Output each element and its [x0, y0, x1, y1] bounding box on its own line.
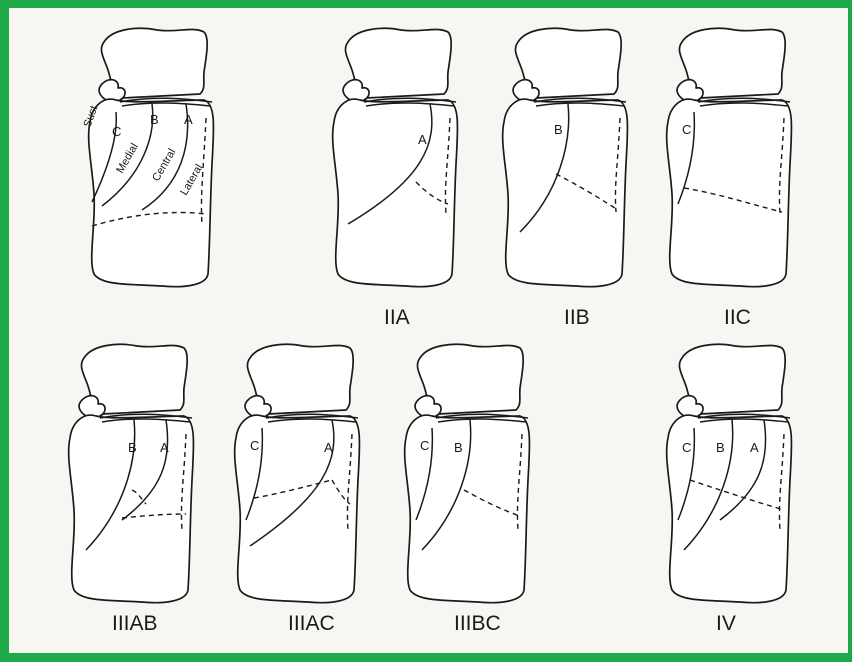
panel-iv: C B A — [667, 344, 792, 602]
line-a-label: A — [418, 132, 427, 147]
caption-iiibc: IIIBC — [454, 612, 501, 635]
line-c-label: C — [250, 438, 259, 453]
line-b-label: B — [454, 440, 463, 455]
line-b-label: B — [716, 440, 725, 455]
line-c-label: C — [420, 438, 429, 453]
line-a-label: A — [324, 440, 333, 455]
panel-reference: C B A Sust. Medial Central Lateral — [82, 28, 214, 286]
caption-iv: IV — [716, 612, 736, 635]
panel-iiiac: C A — [235, 344, 360, 602]
line-c-label: C — [682, 122, 691, 137]
line-b-label: B — [150, 112, 159, 127]
panel-iiibc: C B — [405, 344, 530, 602]
panel-iic: C — [667, 28, 792, 286]
line-a-label: A — [160, 440, 169, 455]
caption-iiiac: IIIAC — [288, 612, 335, 635]
panel-iiiab: B A — [69, 344, 194, 602]
line-b-label: B — [554, 122, 563, 137]
caption-iia: IIA — [384, 306, 410, 329]
caption-iib: IIB — [564, 306, 590, 329]
line-c-label: C — [682, 440, 691, 455]
panel-iib: B — [503, 28, 628, 286]
panel-iia: A — [333, 28, 458, 286]
line-a-label: A — [184, 112, 193, 127]
caption-iic: IIC — [724, 306, 751, 329]
caption-iiiab: IIIAB — [112, 612, 158, 635]
line-a-label: A — [750, 440, 759, 455]
line-c-label: C — [112, 124, 121, 139]
line-b-label: B — [128, 440, 137, 455]
